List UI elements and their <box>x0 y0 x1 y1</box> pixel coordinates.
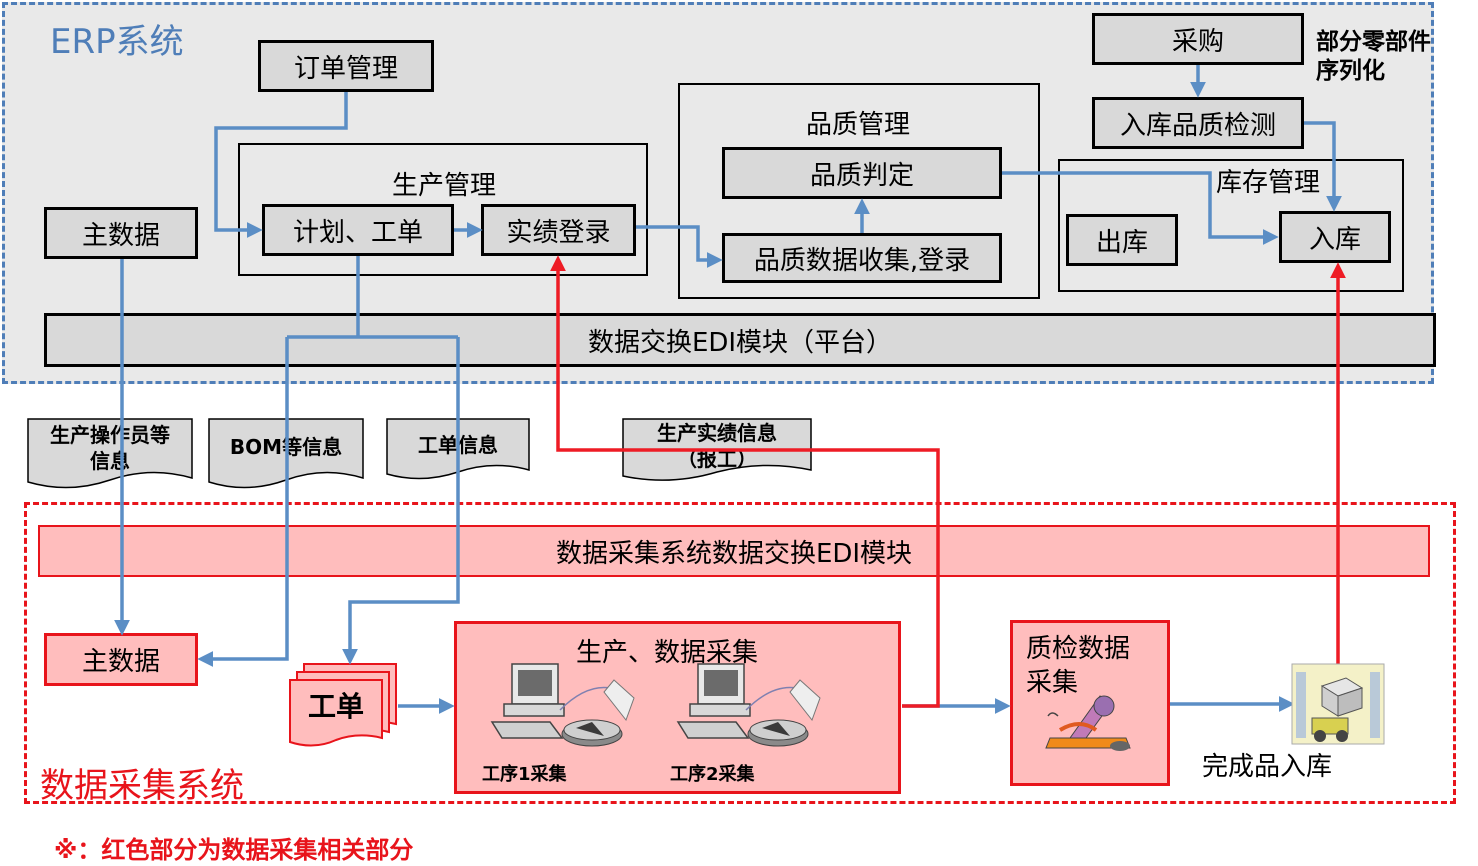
quality-management-frame <box>678 83 1040 299</box>
warehouse-forklift-icon <box>1291 663 1385 745</box>
quality-collect-box: 品质数据收集,登录 <box>722 233 1002 283</box>
arrow-workorder-down <box>342 337 460 665</box>
quality-judge-box: 品质判定 <box>722 147 1002 199</box>
parts-serialization-label: 部分零部件 序列化 <box>1316 29 1431 84</box>
plan-workorder-box: 计划、工单 <box>262 204 454 256</box>
computer-icon <box>676 663 805 739</box>
inventory-management-label: 库存管理 <box>1216 168 1321 198</box>
order-management-box: 订单管理 <box>258 40 434 92</box>
erp-master-data-box: 主数据 <box>44 207 198 259</box>
stacked-document-icon <box>289 663 397 747</box>
erp-edi-module-bar: 数据交换EDI模块（平台） <box>44 313 1436 367</box>
result-register-box: 实绩登录 <box>481 204 636 256</box>
arrow-result-feedback <box>550 255 940 708</box>
finished-inbound-label: 完成品入库 <box>1202 752 1333 782</box>
production-management-frame <box>238 143 648 276</box>
arrow-order-to-plan <box>214 92 348 238</box>
qc-collect-box <box>1010 620 1170 786</box>
production-collect-label: 生产、数据采集 <box>576 638 759 668</box>
purchase-box: 采购 <box>1092 13 1304 65</box>
process1-label: 工序1采集 <box>482 764 567 785</box>
computer-icon <box>490 663 619 739</box>
footnote: ※：红色部分为数据采集相关部分 <box>54 836 414 864</box>
scanner-icon <box>561 679 635 747</box>
collection-edi-module-bar: 数据采集系统数据交换EDI模块 <box>38 525 1430 577</box>
arrow-result-to-quality-collect <box>636 225 723 268</box>
arrow-judge-to-inbound <box>1002 171 1279 245</box>
process2-label: 工序2采集 <box>670 764 755 785</box>
collection-edi-module-label: 数据采集系统数据交换EDI模块 <box>555 538 913 569</box>
qc-collect-label: 质检数据 采集 <box>1026 634 1131 698</box>
outbound-box: 出库 <box>1066 214 1178 266</box>
document-shape-icon <box>27 418 193 489</box>
scanner-icon <box>747 679 821 747</box>
quality-management-label: 品质管理 <box>806 110 911 140</box>
arrow-inspection-to-inbound <box>1304 121 1342 212</box>
inbound-box: 入库 <box>1279 211 1391 263</box>
production-management-label: 生产管理 <box>392 171 497 201</box>
incoming-inspection-box: 入库品质检测 <box>1092 97 1304 149</box>
erp-system-title: ERP系统 <box>50 22 184 62</box>
workorder-stack-document: 工单 <box>288 662 400 752</box>
collection-system-frame <box>24 502 1456 804</box>
inventory-management-frame <box>1058 159 1404 292</box>
microscope-icon <box>1045 695 1131 751</box>
collection-master-data-box: 主数据 <box>44 633 198 686</box>
arrow-bom-to-master <box>197 337 289 667</box>
workorder-stack-label: 工单 <box>307 690 364 723</box>
collection-system-title: 数据采集系统 <box>40 766 244 806</box>
